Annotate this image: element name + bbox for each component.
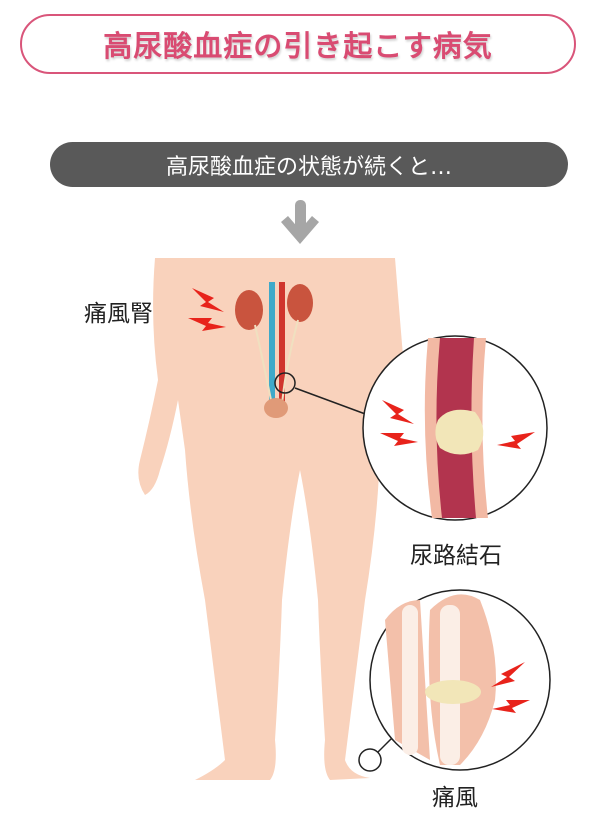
urinary-stone-closeup [362, 335, 548, 521]
label-gouty-kidney: 痛風腎 [84, 301, 153, 327]
pain-icon [491, 662, 530, 713]
label-gout: 痛風 [432, 785, 478, 811]
pain-icon [188, 288, 226, 331]
condition-text: 高尿酸血症の状態が続くと… [165, 154, 452, 180]
gout-closeup [358, 589, 551, 772]
condition-banner: 高尿酸血症の状態が続くと… [50, 142, 568, 187]
label-urinary-stone: 尿路結石 [410, 543, 502, 569]
down-arrow-icon [281, 200, 319, 244]
human-body [138, 258, 431, 780]
page-title: 高尿酸血症の引き起こす病気 [103, 29, 493, 63]
kidney-organs [235, 282, 369, 418]
title-banner: 高尿酸血症の引き起こす病気 [20, 14, 576, 74]
pain-icon [380, 400, 535, 449]
